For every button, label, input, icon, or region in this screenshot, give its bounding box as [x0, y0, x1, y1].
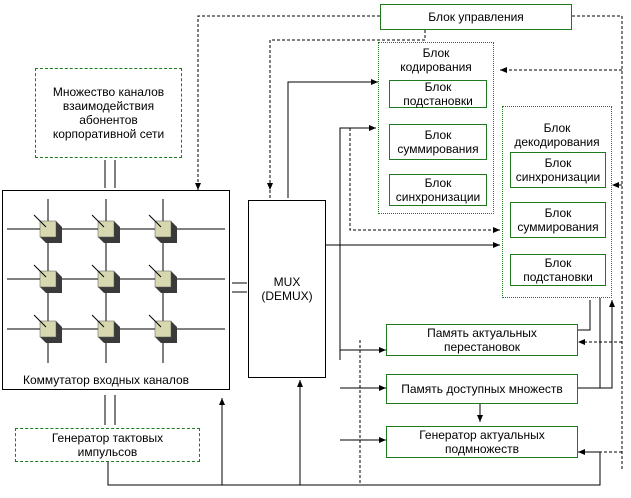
coding-sync: Блок синхронизации	[389, 174, 487, 206]
switch-cube	[33, 214, 62, 243]
channels-box-label: Множество каналов взаимодействия абонент…	[52, 85, 165, 141]
switch-label: Коммутатор входных каналов	[23, 373, 190, 387]
subset-generator: Генератор актуальных подмножеств	[386, 426, 578, 458]
mux-label: MUX (DEMUX)	[261, 275, 313, 303]
subset-generator-label: Генератор актуальных подмножеств	[419, 428, 545, 456]
decoding-summation-label: Блок суммирования	[517, 206, 599, 234]
switch-cube	[33, 314, 62, 343]
control-block: Блок управления	[380, 4, 572, 30]
decoding-sync: Блок синхронизации	[510, 152, 606, 188]
coding-group-title: Блок кодирования	[400, 46, 472, 74]
coding-sync-label: Блок синхронизации	[395, 176, 481, 204]
coding-substitution: Блок подстановки	[389, 80, 487, 108]
memory-permutations: Память актуальных перестановок	[386, 324, 578, 356]
switch-cube	[91, 214, 120, 243]
channels-box: Множество каналов взаимодействия абонент…	[35, 68, 182, 158]
decoding-substitution-label: Блок подстановки	[523, 256, 593, 284]
switch-cube	[33, 264, 62, 293]
switch-cube-matrix	[7, 199, 225, 363]
switch-cube	[148, 314, 177, 343]
pulse-generator-label: Генератор тактовых импульсов	[51, 431, 164, 459]
mux-demux: MUX (DEMUX)	[248, 200, 326, 378]
input-channel-switch: Коммутатор входных каналов	[2, 190, 230, 390]
decoding-sync-label: Блок синхронизации	[515, 156, 601, 184]
decoding-substitution: Блок подстановки	[510, 254, 606, 286]
coding-substitution-label: Блок подстановки	[403, 80, 473, 108]
switch-cube	[91, 314, 120, 343]
memory-permutations-label: Память актуальных перестановок	[427, 326, 537, 354]
decoding-group-title: Блок декодирования	[514, 121, 600, 149]
coding-summation-label: Блок суммирования	[397, 128, 479, 156]
switch-cube	[148, 214, 177, 243]
memory-sets: Память доступных множеств	[386, 374, 578, 404]
decoding-summation: Блок суммирования	[510, 202, 606, 238]
switch-cube	[148, 264, 177, 293]
control-block-label: Блок управления	[428, 10, 524, 24]
memory-sets-label: Память доступных множеств	[401, 382, 563, 396]
pulse-generator: Генератор тактовых импульсов	[15, 428, 200, 462]
switch-cube	[91, 264, 120, 293]
coding-summation: Блок суммирования	[389, 124, 487, 160]
